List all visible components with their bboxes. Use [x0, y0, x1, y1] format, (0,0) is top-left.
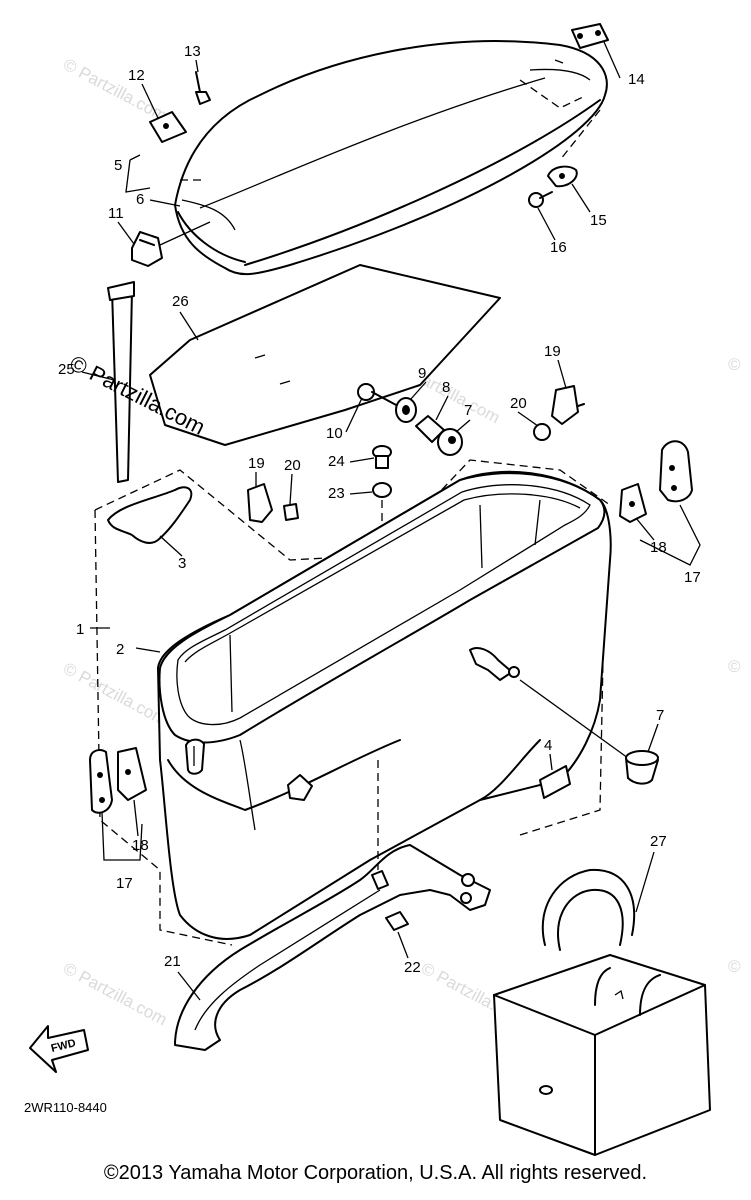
bracket-part-19-upper: [551, 385, 585, 425]
callout-2: 2: [116, 641, 124, 658]
damper-part-7-upper: [437, 428, 463, 456]
handle-part-3: [107, 486, 193, 544]
watermark-edge: ©: [728, 657, 741, 676]
fwd-arrow-icon: FWD: [29, 1025, 89, 1073]
screw-part-16: [528, 191, 553, 208]
callout-17-left: 17: [116, 875, 133, 892]
callout-20-lower: 20: [284, 457, 301, 474]
callout-23: 23: [328, 485, 345, 502]
screw-part-13: [195, 71, 211, 105]
callout-11: 11: [108, 205, 124, 222]
callout-14: 14: [628, 71, 645, 88]
clip-part-22: [385, 911, 409, 931]
bolt-part-24: [372, 445, 392, 469]
callout-9: 9: [418, 365, 426, 382]
callout-6: 6: [136, 191, 144, 208]
callout-12: 12: [128, 67, 145, 84]
bolt-part-10: [357, 383, 399, 407]
nut-part-20-lower: [283, 503, 299, 521]
callout-21: 21: [164, 953, 181, 970]
cover-part-17-left: [89, 749, 113, 814]
callout-5: 5: [114, 157, 122, 174]
nut-part-20-upper: [533, 423, 551, 441]
callout-24: 24: [328, 453, 345, 470]
lid: [174, 40, 608, 276]
fwd-label: FWD: [50, 1037, 77, 1055]
callout-8: 8: [442, 379, 450, 396]
hinge-part-14: [571, 23, 609, 49]
washer-part-9: [395, 397, 417, 423]
callout-17-right: 17: [684, 569, 701, 586]
callouts: 13 12 14 5 6 11 15 16 26 25 19 9 8 20 10…: [58, 43, 701, 976]
callout-10: 10: [326, 425, 343, 442]
callout-25: 25: [58, 361, 75, 378]
strap-part-25: [107, 281, 135, 483]
callout-4: 4: [544, 737, 552, 754]
plate-part-12: [149, 111, 187, 143]
callout-22: 22: [404, 959, 421, 976]
callout-13: 13: [184, 43, 201, 60]
watermark: © Partzilla.com: [60, 959, 170, 1030]
copyright-footer: ©2013 Yamaha Motor Corporation, U.S.A. A…: [103, 1162, 648, 1184]
liner-part-26: [149, 264, 501, 446]
callout-18-right: 18: [650, 539, 667, 556]
latch-part-11: [131, 231, 163, 267]
watermark: © Partzilla.com: [60, 659, 170, 730]
callout-7-lower: 7: [656, 707, 664, 724]
case-body-part-2: [157, 470, 612, 940]
callout-3: 3: [178, 555, 186, 572]
plate-part-15: [547, 165, 578, 188]
callout-7-upper: 7: [464, 402, 472, 419]
callout-16: 16: [550, 239, 567, 256]
bracket-part-19-lower: [247, 483, 273, 523]
watermark: © Partzilla.com: [60, 55, 170, 126]
pad-part-4: [539, 765, 571, 799]
bracket-part-18-left: [117, 747, 147, 801]
washer-part-23: [372, 482, 392, 498]
bag-part-27: [493, 868, 711, 1156]
damper-part-7-lower: [625, 750, 659, 785]
stay-part-21: [174, 844, 491, 1051]
watermark-edge: ©: [728, 355, 741, 374]
callout-20-upper: 20: [510, 395, 527, 412]
callout-19-lower: 19: [248, 455, 265, 472]
bracket-part-18-right: [619, 483, 647, 523]
callout-19-upper: 19: [544, 343, 561, 360]
callout-15: 15: [590, 212, 607, 229]
watermark-edge: ©: [728, 957, 741, 976]
leader-lines: [81, 41, 659, 1001]
cover-part-17-right: [659, 440, 693, 503]
callout-1: 1: [76, 621, 84, 638]
callout-27: 27: [650, 833, 667, 850]
callout-26: 26: [172, 293, 189, 310]
callout-18-left: 18: [132, 837, 149, 854]
diagram-code: 2WR110-8440: [24, 1100, 107, 1115]
